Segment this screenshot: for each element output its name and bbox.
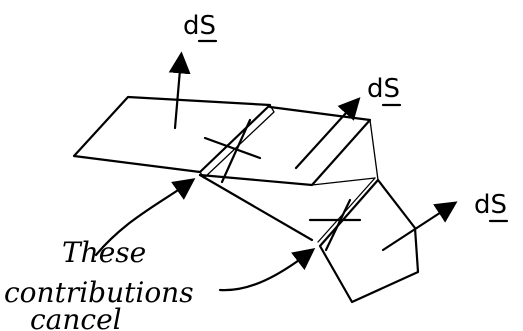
normal-vector-top [168, 51, 191, 130]
ds-label-right: dS [474, 190, 509, 223]
annotation-line-2: contributions [4, 276, 194, 309]
normal-vector-middle [294, 97, 361, 170]
cross-mark-right [308, 198, 362, 252]
annotation-arrow-upper [94, 178, 196, 257]
ds-label-top: dS [183, 11, 218, 43]
annotation-text: These contributions cancel [4, 236, 194, 331]
ds-label-middle-text: dS [367, 74, 400, 104]
ds-label-middle: dS [367, 74, 402, 107]
ds-label-top-text: dS [183, 11, 216, 41]
surface-patch-right [317, 177, 420, 304]
annotation-line-3: cancel [30, 303, 122, 331]
surface-patch-middle [198, 105, 379, 247]
surface-patch-left [72, 95, 275, 179]
annotation-line-1: These [62, 236, 146, 269]
normal-vector-right [381, 201, 458, 252]
annotation-arrow-lower [218, 247, 316, 292]
ds-label-right-text: dS [474, 190, 507, 220]
cross-mark-left [203, 118, 262, 184]
